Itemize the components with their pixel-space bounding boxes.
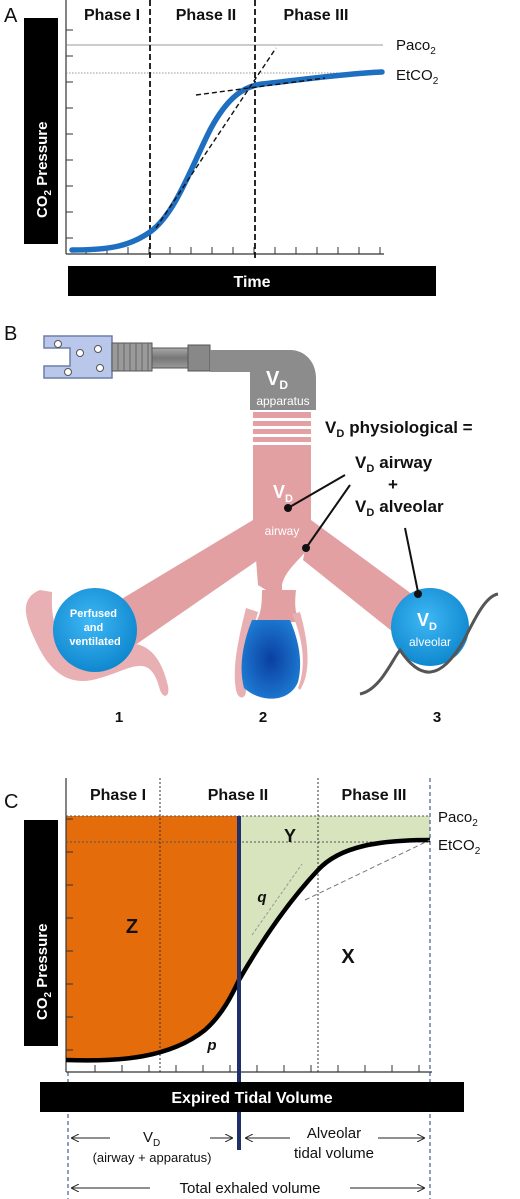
tube-coupler [187,344,211,372]
panel-a-phase3-tangent [195,77,326,96]
panel-a-ylabel: CO2 Pressure [34,122,54,218]
pointer-airway-2 [305,484,351,549]
alveolus-2-wall-right [292,612,308,690]
panel-c-phase3-tangent [304,839,431,901]
mouthpiece-hole [94,345,102,353]
panel-c: C Paco2 EtCO2 Phase I Phase II Phase III… [4,778,481,1199]
panel-c-ylabel: CO2 Pressure [34,924,54,1020]
alveolus-3 [391,588,469,666]
right-bronchus [303,520,420,636]
panel-c-letter: C [4,791,18,813]
trachea [253,412,311,534]
panel-a-capnogram-curve [69,69,385,253]
airway-vd: VD [273,482,293,505]
region-z-label: Z [126,916,138,938]
middle-bronchiole [256,590,300,622]
panel-c-phase1-label: Phase I [90,787,146,804]
tube-stripe [253,426,311,429]
panel-c-phase2-label: Phase II [208,787,268,804]
mouthpiece-hole [64,368,72,376]
panel-c-xlabel: Expired Tidal Volume [171,1090,332,1107]
panel-a-phase1-label: Phase I [84,7,140,24]
panel-c-capnogram-curve [65,837,431,1063]
panel-c-ticks [66,818,420,1072]
mouthpiece-hole [96,364,104,372]
tube-stripe [253,418,311,421]
region-p-label: p [206,1037,216,1054]
panel-a-etco2-label: EtCO2 [396,67,439,87]
panel-c-etco2-label: EtCO2 [438,837,481,857]
region-q-label: q [257,889,266,906]
panel-a-phase3-label: Phase III [284,7,349,24]
apparatus-elbow [210,350,316,410]
panel-a-ylabel-bar [24,18,58,244]
alveolus-1 [53,588,137,672]
panel-a: A CO2 Pressure Time Paco2 EtCO2 Phase I … [4,0,439,296]
panel-c-xlabel-bar [40,1082,464,1112]
pointer-airway-2-dot [302,544,310,552]
panel-b-letter: B [4,323,17,345]
apparatus: VD apparatus [43,335,316,410]
mouthpiece-hole [76,349,84,357]
pointer-alveolar [404,527,419,593]
total-range-label: Total exhaled volume [180,1180,321,1197]
tube-stripe [253,434,311,437]
vd-range-note: (airway + apparatus) [93,1150,212,1165]
pointer-airway [287,474,346,509]
alveolus-3-vd: VD [417,610,437,633]
left-bronchus [100,520,258,650]
panel-a-letter: A [4,5,18,27]
panel-a-phase2-label: Phase II [176,7,236,24]
alveolus-3-number: 3 [433,709,441,726]
alveolar-range-label-2: tidal volume [294,1145,374,1162]
connector-ribs [117,343,149,371]
vd-range-label: VD [143,1129,160,1149]
tube-segment [151,347,189,369]
airway-tree [100,412,420,650]
alveolus-1-wall [25,590,169,696]
pointer-alveolar-dot [414,590,422,598]
alveolar-label-bg [290,1120,378,1142]
total-label-bg [150,1176,350,1198]
region-y-q [239,816,430,980]
alveolus-1-label: Perfused and ventilated [69,608,120,648]
carina-region [253,520,311,600]
plus-sign: + [388,475,398,494]
region-y-label: Y [284,826,296,846]
alveolus-1-number: 1 [115,709,123,726]
pointer-airway-dot [284,504,292,512]
panel-a-phase2-tangent [155,47,277,229]
airway-label: airway [265,524,300,538]
mouthpiece [43,335,113,379]
panel-a-xlabel-bar [68,266,436,296]
panel-c-phase2-tangent [251,863,303,936]
mouthpiece-hole [54,340,62,348]
alveolus-2-number: 2 [259,709,267,726]
panel-c-ylabel-bar [24,820,58,1046]
alveolus-3-label: alveolar [409,635,451,649]
apparatus-vd: VD [266,368,288,392]
vd-label-bg [110,1124,210,1146]
region-p [66,980,239,1072]
panel-b: B Perfused and ventilated VD [4,323,499,726]
alveolar-range-label-1: Alveolar [307,1125,361,1142]
panel-a-xlabel: Time [233,274,270,291]
alveolus-2-unperfused [241,620,301,699]
panel-c-phase3-label: Phase III [342,787,407,804]
apparatus-label: apparatus [256,394,309,408]
panel-c-paco2-label: Paco2 [438,809,478,829]
panel-a-paco2-label: Paco2 [396,37,436,57]
alveolus-3-capillary [359,592,499,696]
panel-a-ticks [66,29,381,254]
tube-stripe [253,442,311,445]
region-x-label: X [341,946,355,968]
connector-ribbed [111,342,153,372]
